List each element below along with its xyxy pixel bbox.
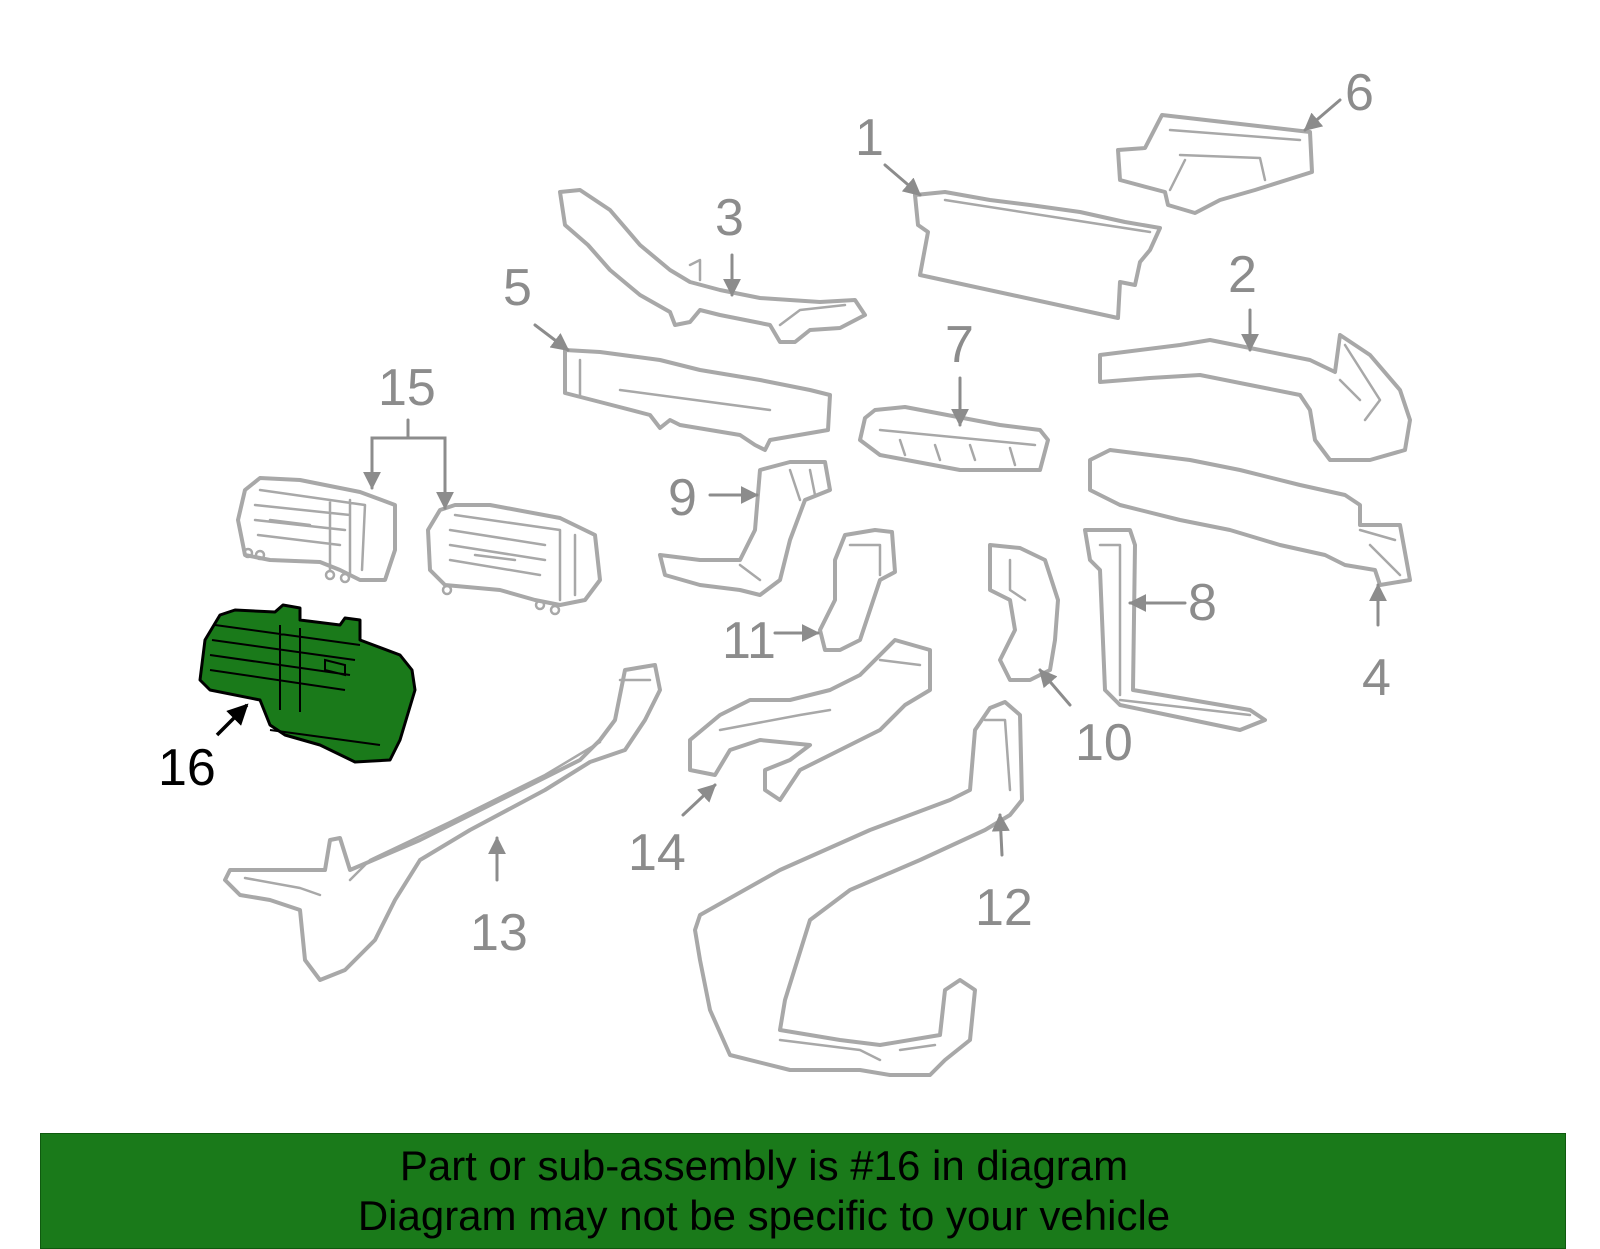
callout-16: 16 — [158, 739, 216, 797]
part-3-curved-duct[interactable] — [558, 188, 867, 344]
callout-8: 8 — [1188, 574, 1217, 632]
callout-15: 15 — [378, 359, 436, 417]
part-11-elbow[interactable] — [818, 528, 897, 652]
part-4-lower-right-duct[interactable] — [1088, 448, 1412, 587]
callout-5: 5 — [503, 259, 532, 317]
callout-9: 9 — [668, 469, 697, 527]
callout-7: 7 — [945, 316, 974, 374]
part-10-elbow[interactable] — [988, 543, 1060, 682]
banner-disclaimer: Diagram may not be specific to your vehi… — [357, 1192, 1171, 1239]
part-2-right-duct[interactable] — [1098, 333, 1412, 462]
part-13-long-duct[interactable] — [223, 663, 662, 982]
banner-part-note: Part or sub-assembly is #16 in diagram — [399, 1142, 1129, 1189]
part-16-highlighted-vent[interactable] — [198, 603, 417, 764]
callout-2: 2 — [1228, 246, 1257, 304]
callout-13: 13 — [470, 904, 528, 962]
callout-10: 10 — [1075, 714, 1133, 772]
part-7-bracket[interactable] — [858, 405, 1050, 472]
leader-lines — [215, 98, 1387, 882]
callout-11: 11 — [722, 612, 776, 670]
info-banner: Part or sub-assembly is #16 in diagram D… — [40, 1133, 1566, 1249]
callout-4: 4 — [1362, 649, 1391, 707]
part-1-center-duct[interactable] — [913, 190, 1162, 320]
part-12-large-curved-duct[interactable] — [693, 700, 1024, 1077]
callout-labels: 1 2 3 4 5 6 7 8 9 10 11 12 13 14 15 16 — [158, 64, 1391, 962]
part-15-left-vent[interactable] — [236, 476, 397, 584]
part-5-straight-duct[interactable] — [563, 348, 832, 452]
callout-14: 14 — [628, 824, 686, 882]
callout-6: 6 — [1345, 64, 1374, 122]
callout-12: 12 — [975, 879, 1033, 937]
part-14-branch-duct[interactable] — [688, 638, 932, 802]
part-6-upper-right-duct[interactable] — [1116, 113, 1314, 215]
callout-1: 1 — [855, 109, 884, 167]
callout-3: 3 — [715, 189, 744, 247]
part-15-right-vent[interactable] — [426, 503, 602, 616]
part-8-vertical-duct[interactable] — [1083, 528, 1267, 732]
part-9-duct-connector[interactable] — [658, 460, 832, 597]
